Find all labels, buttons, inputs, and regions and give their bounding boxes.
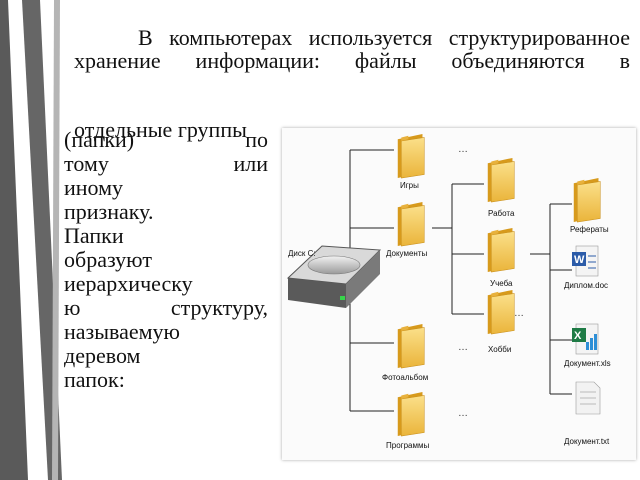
disk-label: Диск C: [288, 249, 316, 258]
side-line: ю структуру, [64, 295, 268, 320]
folder-label-study: Учеба [490, 279, 513, 288]
folder-label-programs: Программы [386, 441, 429, 450]
side-line: образуют [64, 247, 152, 272]
folder-icon-photo-album [397, 323, 425, 369]
side-line: папок: [64, 367, 125, 392]
side-line: Папки [64, 223, 124, 248]
folder-icon-games [397, 133, 425, 179]
excel-file-icon: X [572, 323, 599, 355]
intro-paragraph: В компьютерах используется структурирова… [74, 25, 630, 73]
ellipsis-photo: … [458, 342, 468, 353]
side-line: называемую [64, 319, 180, 344]
side-line: деревом [64, 343, 141, 368]
folder-label-games: Игры [400, 181, 419, 190]
folder-label-hobby: Хобби [488, 345, 511, 354]
folder-icon-documents [397, 201, 425, 247]
ellipsis-programs: … [458, 408, 468, 419]
side-line: (папки) по [64, 127, 268, 152]
folder-icon-work [487, 157, 515, 203]
folder-icon-programs [397, 391, 425, 437]
ellipsis-games: … [458, 144, 468, 155]
side-line: иерархическу [64, 271, 193, 296]
side-line: тому или [64, 151, 268, 176]
intro-paragraph-end: отдельные группы [74, 117, 247, 142]
file-label-doc: Диплом.doc [564, 281, 608, 290]
hard-disk-icon [286, 245, 382, 308]
folder-icon-study [487, 227, 515, 273]
file-label-txt: Документ.txt [564, 437, 610, 446]
folder-tree-svg: … … … … Диск C: Игры Документы Фотоальбо… [286, 133, 611, 450]
file-label-xls: Документ.xls [564, 359, 611, 368]
folder-tree-diagram: … … … … Диск C: Игры Документы Фотоальбо… [282, 128, 636, 460]
text-file-icon [575, 381, 601, 415]
svg-text:X: X [574, 330, 582, 342]
ellipsis-hobby: … [514, 308, 524, 319]
folder-icon-reports [573, 177, 601, 223]
side-paragraph: (папки) по тому или иному признаку. Папк… [64, 128, 268, 392]
svg-text:W: W [574, 254, 585, 266]
word-file-icon: W [572, 245, 599, 277]
slide-decoration [0, 0, 62, 480]
folder-label-work: Работа [488, 209, 515, 218]
side-line: иному [64, 175, 124, 200]
side-line: признаку. [64, 199, 154, 224]
folder-icon-hobby [487, 289, 515, 335]
folder-label-documents: Документы [386, 249, 427, 258]
folder-label-photo-album: Фотоальбом [382, 373, 428, 382]
folder-label-reports: Рефераты [570, 225, 609, 234]
